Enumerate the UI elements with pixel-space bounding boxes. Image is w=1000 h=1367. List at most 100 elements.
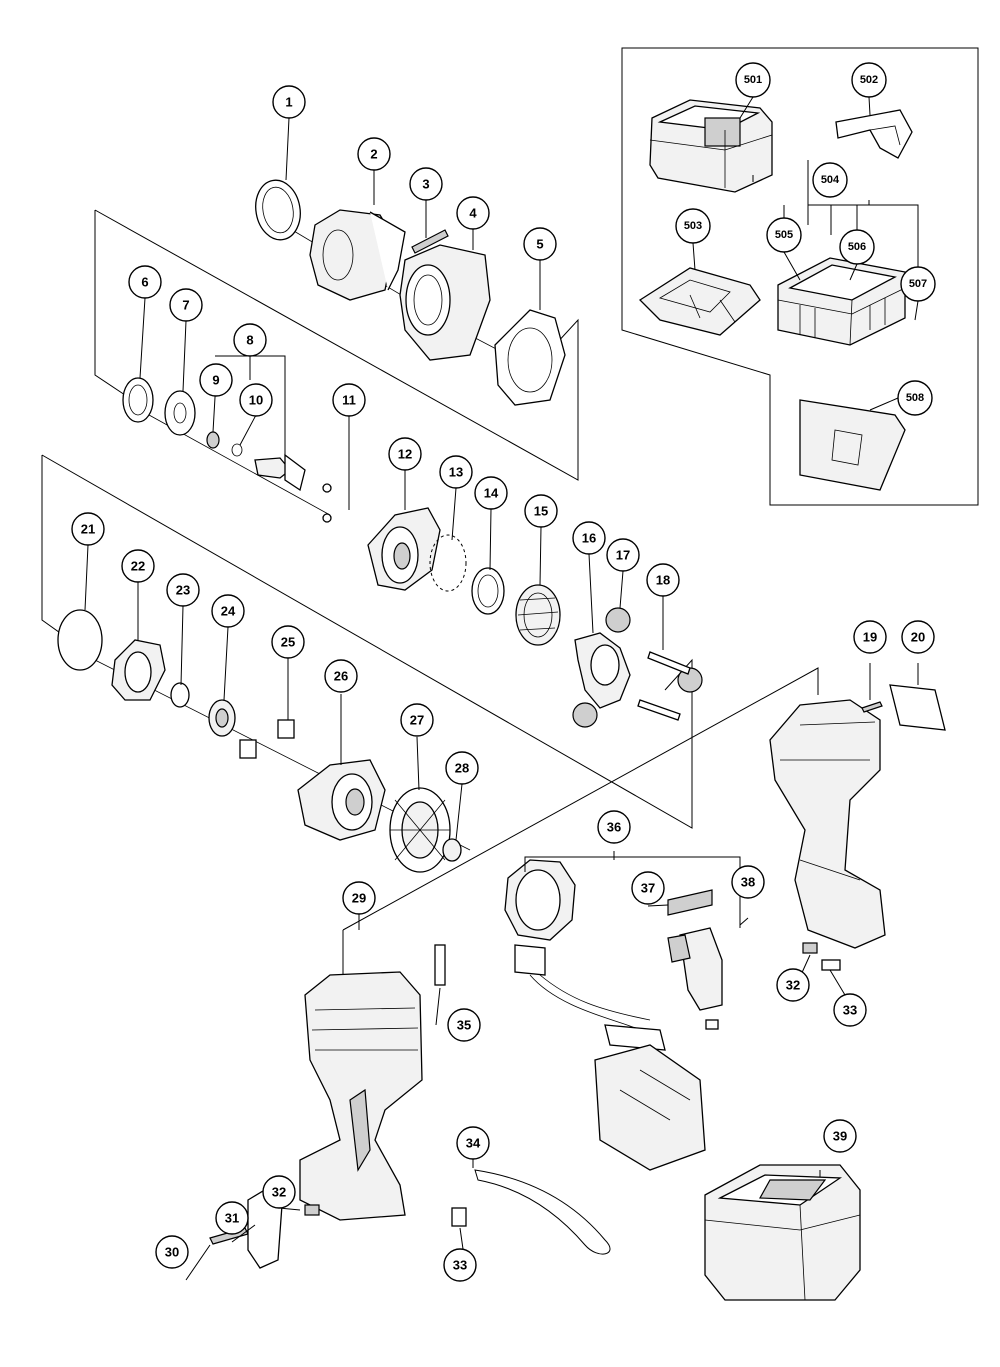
svg-text:19: 19 (863, 630, 877, 645)
callout-36: 36 (597, 810, 631, 844)
callout-11: 11 (332, 383, 366, 417)
svg-text:505: 505 (775, 229, 793, 241)
svg-text:36: 36 (607, 820, 621, 835)
callout-507: 507 (900, 266, 936, 302)
svg-text:20: 20 (911, 630, 925, 645)
svg-text:4: 4 (469, 206, 477, 221)
part-28 (442, 838, 462, 862)
group-leader-housing (342, 667, 819, 975)
svg-text:14: 14 (484, 486, 499, 501)
part-5 (494, 309, 566, 406)
callout-501: 501 (735, 62, 771, 98)
part-26 (297, 759, 386, 841)
callout-3: 3 (409, 167, 443, 201)
svg-text:35: 35 (457, 1018, 471, 1033)
svg-text:37: 37 (641, 881, 655, 896)
svg-text:32: 32 (272, 1185, 286, 1200)
callout-15: 15 (524, 494, 558, 528)
callout-18: 18 (646, 563, 680, 597)
svg-text:2: 2 (370, 147, 377, 162)
svg-text:13: 13 (449, 465, 463, 480)
case-lid-part (799, 399, 906, 491)
callout-12: 12 (388, 437, 422, 471)
svg-text:508: 508 (906, 392, 924, 404)
svg-text:502: 502 (860, 74, 878, 86)
part-4 (399, 244, 491, 361)
callout-19: 19 (853, 620, 887, 654)
part-39 (704, 1164, 861, 1301)
svg-text:15: 15 (534, 504, 548, 519)
callout-31: 31 (215, 1201, 249, 1235)
part-23 (170, 682, 190, 708)
svg-text:27: 27 (410, 713, 424, 728)
part-6 (122, 377, 154, 423)
svg-text:6: 6 (141, 275, 148, 290)
callout-4: 4 (456, 196, 490, 230)
svg-text:1: 1 (285, 95, 292, 110)
part-21 (57, 609, 103, 671)
svg-text:26: 26 (334, 669, 348, 684)
svg-text:33: 33 (453, 1258, 467, 1273)
callout-27: 27 (400, 703, 434, 737)
part-3 (411, 229, 449, 254)
svg-text:25: 25 (281, 635, 295, 650)
callout-5: 5 (523, 227, 557, 261)
part-13 (429, 534, 467, 592)
callout-33-right: 33 (833, 993, 867, 1027)
svg-text:503: 503 (684, 220, 702, 232)
svg-text:29: 29 (352, 891, 366, 906)
callout-21: 21 (71, 512, 105, 546)
svg-text:28: 28 (455, 761, 469, 776)
part-7 (164, 390, 196, 436)
part-14 (471, 567, 505, 615)
part-25 (277, 719, 295, 739)
callout-9: 9 (199, 363, 233, 397)
part-12 (367, 507, 441, 591)
svg-text:9: 9 (212, 373, 219, 388)
part-24 (208, 699, 236, 737)
part-32-right (802, 942, 818, 954)
part-8 (254, 453, 306, 492)
callout-508: 508 (897, 380, 933, 416)
part-19 (861, 701, 883, 713)
callout-1: 1 (272, 85, 306, 119)
part-33-right (821, 959, 841, 971)
svg-text:24: 24 (221, 604, 236, 619)
svg-text:3: 3 (422, 177, 429, 192)
part-20 (889, 684, 946, 731)
callout-33-left: 33 (443, 1248, 477, 1282)
part-34 (474, 1169, 611, 1255)
svg-text:33: 33 (843, 1003, 857, 1018)
callout-6: 6 (128, 265, 162, 299)
svg-text:5: 5 (536, 237, 543, 252)
part-35 (434, 944, 446, 986)
svg-text:18: 18 (656, 573, 670, 588)
callout-8: 8 (233, 323, 267, 357)
svg-text:7: 7 (182, 298, 189, 313)
housing-right-part (769, 699, 886, 949)
callout-38: 38 (731, 865, 765, 899)
callout-37: 37 (631, 871, 665, 905)
part-17 (605, 607, 631, 633)
svg-text:11: 11 (342, 393, 356, 408)
svg-text:501: 501 (744, 74, 762, 86)
svg-text:504: 504 (821, 174, 840, 186)
svg-text:10: 10 (249, 393, 263, 408)
part-2 (309, 209, 406, 301)
callout-505: 505 (766, 217, 802, 253)
part-32-left (304, 1204, 320, 1216)
svg-text:8: 8 (246, 333, 253, 348)
svg-text:16: 16 (582, 531, 596, 546)
svg-text:12: 12 (398, 447, 412, 462)
group-leader-upper (94, 209, 579, 481)
callout-30: 30 (155, 1235, 189, 1269)
svg-text:22: 22 (131, 559, 145, 574)
part-18 (647, 651, 691, 675)
svg-text:38: 38 (741, 875, 755, 890)
svg-text:30: 30 (165, 1245, 179, 1260)
part-15 (515, 584, 561, 646)
callout-506: 506 (839, 229, 875, 265)
callout-32-left: 32 (262, 1175, 296, 1209)
callout-20: 20 (901, 620, 935, 654)
